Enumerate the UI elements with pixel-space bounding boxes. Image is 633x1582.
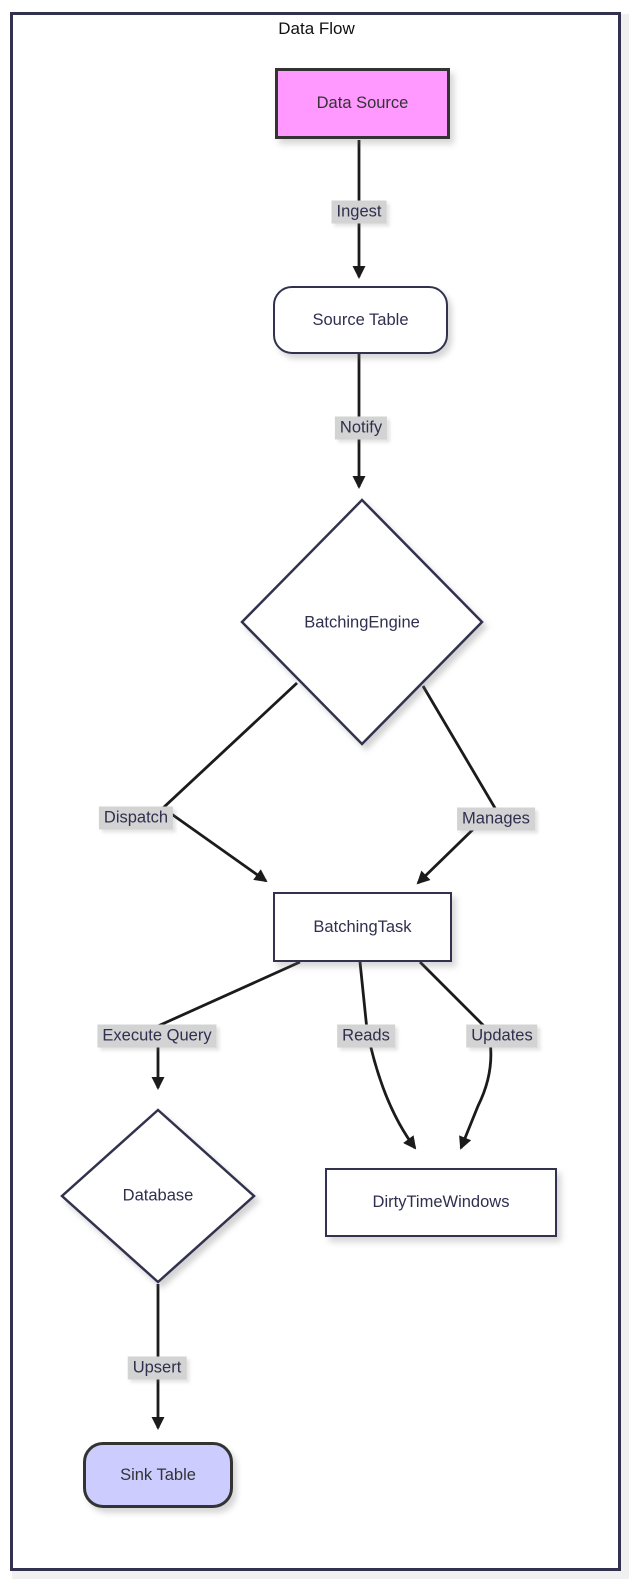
node-data-source-label: Data Source [316, 94, 409, 112]
node-dirty-time-windows: DirtyTimeWindows [325, 1168, 557, 1237]
edge-label-reads: Reads [337, 1024, 395, 1048]
edge-label-upsert: Upsert [127, 1356, 187, 1380]
edge-label-updates: Updates [466, 1024, 538, 1048]
node-sink-table-label: Sink Table [120, 1465, 196, 1484]
node-sink-table: Sink Table [83, 1442, 233, 1508]
edge-label-execute-query: Execute Query [97, 1024, 217, 1048]
edge-manages [416, 685, 497, 885]
diagram-border [10, 12, 621, 1571]
node-batching-task-label: BatchingTask [313, 917, 412, 936]
node-batching-task: BatchingTask [273, 892, 452, 962]
diagram-title: Data Flow [278, 19, 355, 38]
node-source-table-label: Source Table [312, 310, 409, 329]
edge-label-ingest: Ingest [331, 200, 387, 224]
node-dirty-time-windows-label: DirtyTimeWindows [372, 1193, 510, 1211]
node-data-source: Data Source [275, 68, 450, 139]
edge-dispatch [160, 681, 298, 883]
node-database-shape [60, 1108, 256, 1284]
node-database-label: Database [122, 1186, 194, 1205]
edge-label-notify: Notify [334, 416, 388, 440]
edge-label-manages: Manages [457, 807, 535, 831]
node-source-table: Source Table [273, 286, 448, 354]
node-batching-engine-label: BatchingEngine [304, 613, 420, 632]
edge-updates [419, 961, 493, 1150]
node-batching-engine-shape [240, 498, 484, 746]
edge-label-dispatch: Dispatch [98, 806, 174, 830]
edge-reads [358, 961, 417, 1150]
